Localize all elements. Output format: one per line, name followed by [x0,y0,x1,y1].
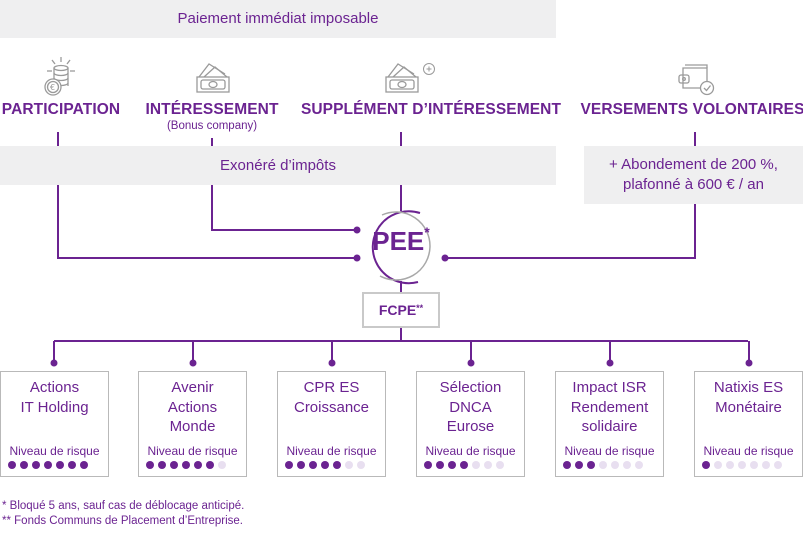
risk-dot-empty [218,461,226,469]
risk-dot-empty [611,461,619,469]
risk-dot-filled [206,461,214,469]
risk-dot-filled [68,461,76,469]
risk-dot-filled [575,461,583,469]
risk-dot-empty [599,461,607,469]
risk-dot-empty [345,461,353,469]
pee-footnote-marker: * [424,224,430,240]
coins-euro-icon: € [42,56,76,101]
pee-circle [366,210,436,285]
risk-dot-filled [436,461,444,469]
source-subtitle-interessement: (Bonus company) [166,120,258,132]
risk-dot-empty [762,461,770,469]
risk-level-indicator [285,461,365,469]
risk-level-indicator [146,461,226,469]
risk-dot-filled [56,461,64,469]
svg-text:€: € [50,83,55,92]
band-tax-exempt: Exonéré d’impôts [0,146,556,185]
joint-dot [189,359,197,367]
fcpe-footnote-marker: ** [416,303,424,313]
risk-dot-filled [44,461,52,469]
risk-dot-filled [448,461,456,469]
fcpe-label: FCPE [378,302,417,318]
risk-dot-filled [80,461,88,469]
risk-dot-filled [20,461,28,469]
banknotes-plus-icon [384,62,438,101]
risk-dot-filled [333,461,341,469]
risk-level-indicator [8,461,88,469]
risk-dot-filled [8,461,16,469]
joint-dot [745,359,753,367]
banknotes-icon [195,62,231,99]
risk-level-indicator [702,461,782,469]
risk-label: Niveau de risque [286,444,377,458]
risk-dot-filled [460,461,468,469]
band-immediate-taxable: Paiement immédiat imposable [0,0,556,38]
risk-level-indicator [563,461,643,469]
pee-label: PEE [372,226,425,256]
risk-dot-empty [738,461,746,469]
risk-dot-empty [714,461,722,469]
risk-dot-empty [635,461,643,469]
risk-label: Niveau de risque [9,444,100,458]
risk-dot-empty [484,461,492,469]
fcpe-box: FCPE** [362,292,440,328]
risk-label: Niveau de risque [425,444,516,458]
risk-dot-filled [563,461,571,469]
risk-dot-filled [702,461,710,469]
risk-dot-empty [472,461,480,469]
joint-dot [606,359,614,367]
risk-dot-empty [623,461,631,469]
joint-dot [353,254,361,262]
risk-dot-filled [309,461,317,469]
joint-dot [328,359,336,367]
risk-dot-filled [170,461,178,469]
risk-dot-empty [774,461,782,469]
source-title-participation: PARTICIPATION [1,101,121,118]
risk-dot-filled [146,461,154,469]
risk-dot-filled [297,461,305,469]
band-matching: + Abondement de 200 %,plafonné à 600 € /… [584,146,803,204]
risk-dot-filled [587,461,595,469]
source-title-versements: VERSEMENTS VOLONTAIRES [580,101,803,118]
footnote-fcpe: ** Fonds Communs de Placement d’Entrepri… [2,515,243,527]
wallet-check-icon [677,62,715,101]
risk-dot-filled [194,461,202,469]
risk-label: Niveau de risque [147,444,238,458]
source-title-interessement: INTÉRESSEMENT [145,101,279,118]
risk-dot-filled [285,461,293,469]
joint-dot [441,254,449,262]
joint-dot [50,359,58,367]
joint-dot [467,359,475,367]
risk-label: Niveau de risque [703,444,794,458]
risk-dot-filled [32,461,40,469]
risk-level-indicator [424,461,504,469]
risk-dot-empty [750,461,758,469]
risk-dot-filled [321,461,329,469]
source-title-supplement: SUPPLÉMENT D’INTÉRESSEMENT [300,101,562,118]
footnote-pee: * Bloqué 5 ans, sauf cas de déblocage an… [2,500,245,512]
risk-dot-filled [182,461,190,469]
joint-dot [353,226,361,234]
risk-dot-filled [158,461,166,469]
risk-dot-empty [496,461,504,469]
risk-dot-empty [357,461,365,469]
pee-hub: PEE* [365,224,437,257]
risk-dot-filled [424,461,432,469]
risk-label: Niveau de risque [564,444,655,458]
risk-dot-empty [726,461,734,469]
